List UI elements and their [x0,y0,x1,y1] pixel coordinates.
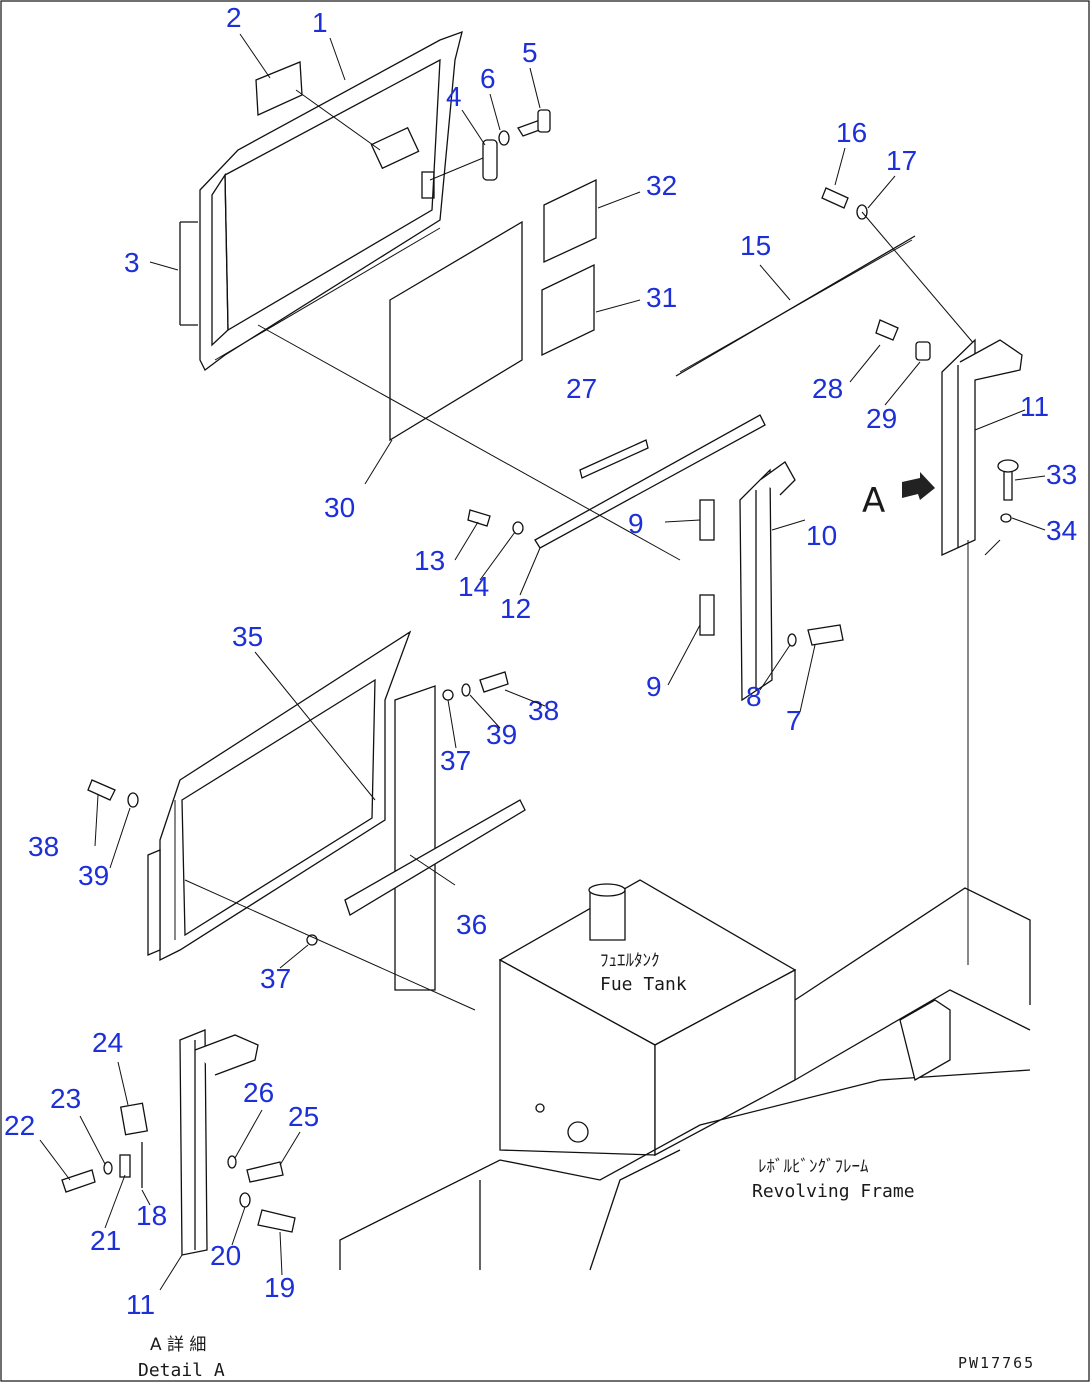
upright-10 [739,461,796,702]
callout-38b: 38 [28,831,59,862]
fuel-tank [498,879,797,1157]
pad-31 [541,263,595,357]
fuel-tank-label-jp: ﾌｭｴﾙﾀﾝｸ [600,951,660,971]
callouts: 1 2 3 4 5 6 7 8 9 9 10 11 11 12 13 14 15… [4,2,1077,1320]
callout-10: 10 [806,520,837,551]
callout-37a: 37 [440,745,471,776]
callout-18: 18 [136,1200,167,1231]
washer-26 [227,1155,237,1169]
callout-22: 22 [4,1110,35,1141]
bracket-2 [255,61,303,116]
washer-20 [239,1192,251,1208]
bolt-28 [875,319,899,341]
callout-15: 15 [740,230,771,261]
revolving-frame [339,887,1031,1271]
callout-7: 7 [786,705,802,736]
side-plate [147,849,161,956]
callout-24: 24 [92,1027,123,1058]
washer-14 [512,521,524,535]
callout-32: 32 [646,170,677,201]
callout-36: 36 [456,909,487,940]
door-panel [199,30,463,371]
washer-39b [127,792,139,808]
hinge-plate [394,685,436,991]
washer-6 [498,130,510,146]
nut-37b [306,934,318,946]
frame-label-jp: ﾚﾎﾞﾙﾋﾞﾝｸﾞﾌﾚｰﾑ [758,1157,869,1177]
washer-39 [461,683,471,697]
plate-24 [119,1102,149,1136]
callout-39b: 39 [78,860,109,891]
plate-9-upper [699,499,715,541]
callout-3: 3 [124,247,140,278]
pad-32 [543,178,597,264]
bracket-line-3 [179,221,198,326]
detail-a-upright [179,1029,259,1256]
bolt-38b [87,779,116,801]
callout-19: 19 [264,1272,295,1303]
nut-29 [915,341,931,361]
callout-4: 4 [446,81,462,112]
callout-1: 1 [312,7,328,38]
bolt-19 [257,1209,296,1233]
view-arrow [902,472,935,500]
view-marker-a: A [862,481,885,521]
bolt-16 [821,187,849,209]
washer-34 [1000,513,1012,523]
bolt-38 [479,671,509,693]
strip-27 [579,439,649,479]
bolt-13 [467,509,491,527]
bolt-7 [807,624,844,646]
callout-6: 6 [480,63,496,94]
callout-37b: 37 [260,963,291,994]
callout-38a: 38 [528,695,559,726]
drawing-code: PW17765 [958,1354,1035,1372]
frame-label-en: Revolving Frame [752,1181,915,1202]
plate-9-lower [699,594,715,636]
callout-39a: 39 [486,719,517,750]
callout-11b: 11 [126,1289,155,1320]
callout-28: 28 [812,373,843,404]
callout-2: 2 [226,2,242,33]
callout-14: 14 [458,571,489,602]
strip-36 [344,799,526,916]
bolt-33 [1003,469,1013,501]
beam-12 [534,414,766,549]
plate-4 [482,139,498,181]
bolt-25 [246,1161,284,1183]
callout-12: 12 [500,593,531,624]
callout-30: 30 [324,492,355,523]
callout-9a: 9 [628,508,644,539]
callout-35: 35 [232,621,263,652]
callout-20: 20 [210,1240,241,1271]
panel-30 [389,220,523,442]
callout-33: 33 [1046,459,1077,490]
fuel-tank-label-en: Fue Tank [600,974,687,995]
callout-26: 26 [243,1077,274,1108]
clip-21 [119,1154,131,1178]
callout-21: 21 [90,1225,121,1256]
washer-8 [787,633,797,647]
callout-8: 8 [746,681,762,712]
callout-27: 27 [566,373,597,404]
callout-23: 23 [50,1083,81,1114]
callout-17: 17 [886,145,917,176]
detail-label-en: Detail A [138,1360,225,1381]
leader-lines [39,33,1046,1291]
bolt-22 [61,1169,96,1193]
callout-16: 16 [836,117,867,148]
callout-13: 13 [414,545,445,576]
callout-25: 25 [288,1101,319,1132]
callout-11a: 11 [1020,391,1049,422]
callout-9b: 9 [646,671,662,702]
upright-11 [941,338,1023,965]
callout-31: 31 [646,282,677,313]
detail-label-jp: A 詳 細 [150,1335,206,1355]
callout-29: 29 [866,403,897,434]
nut-37 [442,689,454,701]
callout-34: 34 [1046,515,1077,546]
callout-5: 5 [522,37,538,68]
washer-23 [103,1161,113,1175]
